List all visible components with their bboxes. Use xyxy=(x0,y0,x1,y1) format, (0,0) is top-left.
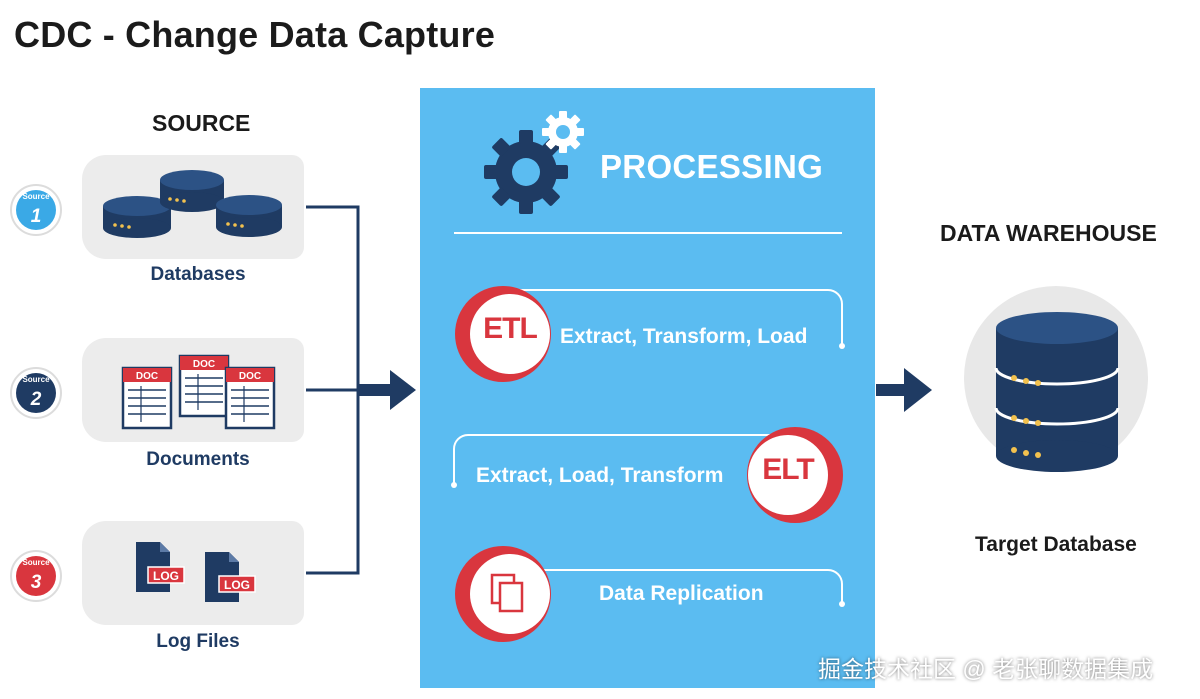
source-card-log-files xyxy=(82,521,304,625)
doc-label-2: DOC xyxy=(193,359,215,370)
source-connector xyxy=(306,205,392,575)
elt-row xyxy=(451,427,843,523)
doc-label-1: DOC xyxy=(136,371,158,382)
caption-documents: Documents xyxy=(146,449,250,470)
etl-badge: ETL xyxy=(483,312,538,345)
document-icon: DOC DOC DOC xyxy=(121,354,276,430)
target-database-caption: Target Database xyxy=(975,533,1137,556)
replication-text: Data Replication xyxy=(599,582,764,605)
copy-icon xyxy=(490,573,524,613)
page-title: CDC - Change Data Capture xyxy=(14,14,496,55)
replication-row xyxy=(455,546,845,642)
source-badge-1-number: 1 xyxy=(31,206,42,227)
warehouse-graphics xyxy=(964,286,1148,472)
log-label-2: LOG xyxy=(224,578,250,592)
source-badge-2-label: Source xyxy=(22,375,50,384)
processing-heading: PROCESSING xyxy=(600,148,824,185)
source-badge-2: Source 2 xyxy=(10,367,62,419)
log-label-1: LOG xyxy=(153,569,179,583)
etl-row xyxy=(455,286,845,382)
gear-icon xyxy=(484,111,584,214)
database-icon xyxy=(103,170,282,238)
log-file-icon: LOG LOG xyxy=(136,542,256,602)
etl-text: Extract, Transform, Load xyxy=(560,325,808,348)
elt-text: Extract, Load, Transform xyxy=(476,464,724,487)
warehouse-heading: DATA WAREHOUSE xyxy=(940,220,1157,246)
source-badge-2-number: 2 xyxy=(30,389,42,410)
caption-log-files: Log Files xyxy=(156,631,240,652)
caption-databases: Databases xyxy=(150,264,246,285)
doc-label-3: DOC xyxy=(239,371,261,382)
source-badge-1: Source 1 xyxy=(10,184,62,236)
database-stack-icon xyxy=(994,312,1120,472)
arrow-to-warehouse xyxy=(876,368,932,412)
source-badge-1-label: Source xyxy=(22,192,50,201)
processing-graphics xyxy=(451,111,845,642)
arrow-to-processing xyxy=(390,370,416,410)
elt-badge: ELT xyxy=(762,453,814,486)
watermark: 掘金技术社区 @ 老张聊数据集成 xyxy=(818,656,1154,682)
source-badge-3: Source 3 xyxy=(10,550,62,602)
source-graphics: Source 1 Source 2 Source 3 xyxy=(10,170,416,602)
source-heading: SOURCE xyxy=(152,110,251,136)
source-badge-3-number: 3 xyxy=(31,572,42,593)
source-badge-3-label: Source xyxy=(22,558,50,567)
